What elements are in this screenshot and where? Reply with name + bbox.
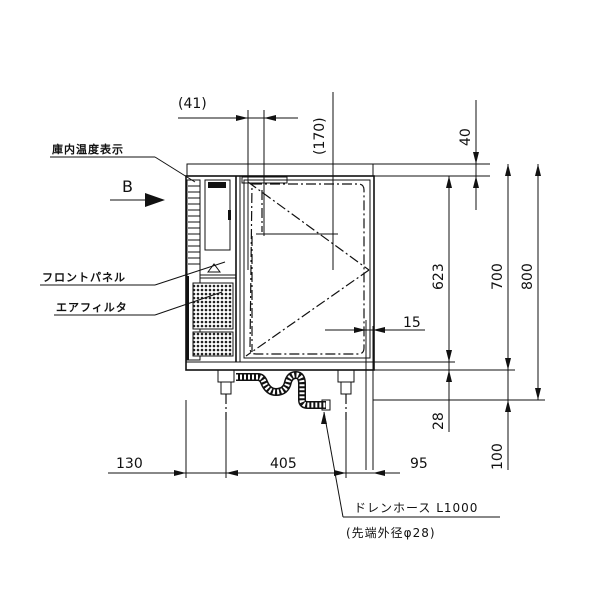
callout-front-panel: フロントパネル bbox=[42, 271, 126, 284]
dim-623: 623 bbox=[431, 263, 447, 290]
dim-28: 28 bbox=[431, 412, 447, 430]
dim-800: 800 bbox=[520, 263, 536, 290]
dim-170: (170) bbox=[312, 117, 328, 155]
dim-41: (41) bbox=[178, 96, 207, 112]
dim-15: 15 bbox=[403, 315, 421, 331]
dim-130: 130 bbox=[116, 456, 143, 472]
dimension-lines bbox=[40, 92, 545, 518]
arrowheads bbox=[145, 115, 541, 476]
dim-95: 95 bbox=[410, 456, 428, 472]
callout-drain-hose-note: (先端外径φ28) bbox=[346, 526, 436, 540]
temp-display-icon bbox=[208, 182, 226, 188]
callout-temp-display: 庫内温度表示 bbox=[52, 142, 124, 156]
view-label-b: B bbox=[122, 177, 133, 196]
dim-700: 700 bbox=[490, 263, 506, 290]
dim-405: 405 bbox=[270, 456, 297, 472]
drain-hose bbox=[236, 370, 331, 411]
cabinet-body bbox=[185, 163, 375, 371]
dim-40: 40 bbox=[458, 128, 474, 146]
dim-100: 100 bbox=[490, 443, 506, 470]
air-filter-mesh bbox=[192, 282, 234, 330]
door-detail bbox=[245, 181, 370, 357]
callout-air-filter: エアフィルタ bbox=[56, 301, 128, 314]
control-panel bbox=[186, 179, 236, 361]
feet bbox=[217, 369, 355, 420]
view-arrow-icon bbox=[145, 193, 165, 207]
callout-drain-hose: ドレンホース L1000 bbox=[354, 501, 478, 515]
